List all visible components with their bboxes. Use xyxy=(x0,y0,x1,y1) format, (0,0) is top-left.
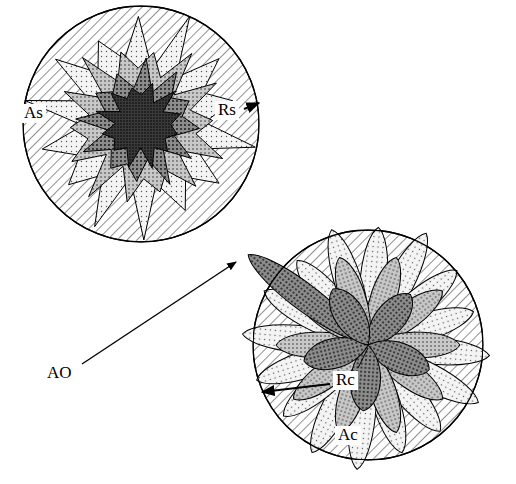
zone-label: Rc xyxy=(333,371,358,390)
circle-border xyxy=(23,6,259,242)
overlap-label: AO xyxy=(44,364,75,383)
leaf xyxy=(320,281,380,353)
leader-line xyxy=(358,348,368,368)
zone-label: Ac xyxy=(335,426,361,445)
zone-label: Rs xyxy=(215,101,239,120)
circle-outline xyxy=(253,230,483,460)
canopy-layer xyxy=(25,16,255,240)
circle-border xyxy=(253,230,483,460)
radius-arrow xyxy=(262,384,330,392)
hatched-circle xyxy=(23,6,259,242)
star-canopy xyxy=(25,16,255,240)
zone-label: As xyxy=(21,104,46,123)
zone-circle: As Rs xyxy=(23,6,259,242)
circle-outline xyxy=(23,6,259,242)
canopy-layer xyxy=(64,52,223,202)
canopy-layer xyxy=(76,58,200,184)
canopy-layer xyxy=(96,83,180,168)
leader-arrow xyxy=(82,262,236,364)
zone-circle: RcAc xyxy=(253,230,483,460)
leaf-rosette xyxy=(240,226,491,471)
rosette-center xyxy=(368,330,369,345)
